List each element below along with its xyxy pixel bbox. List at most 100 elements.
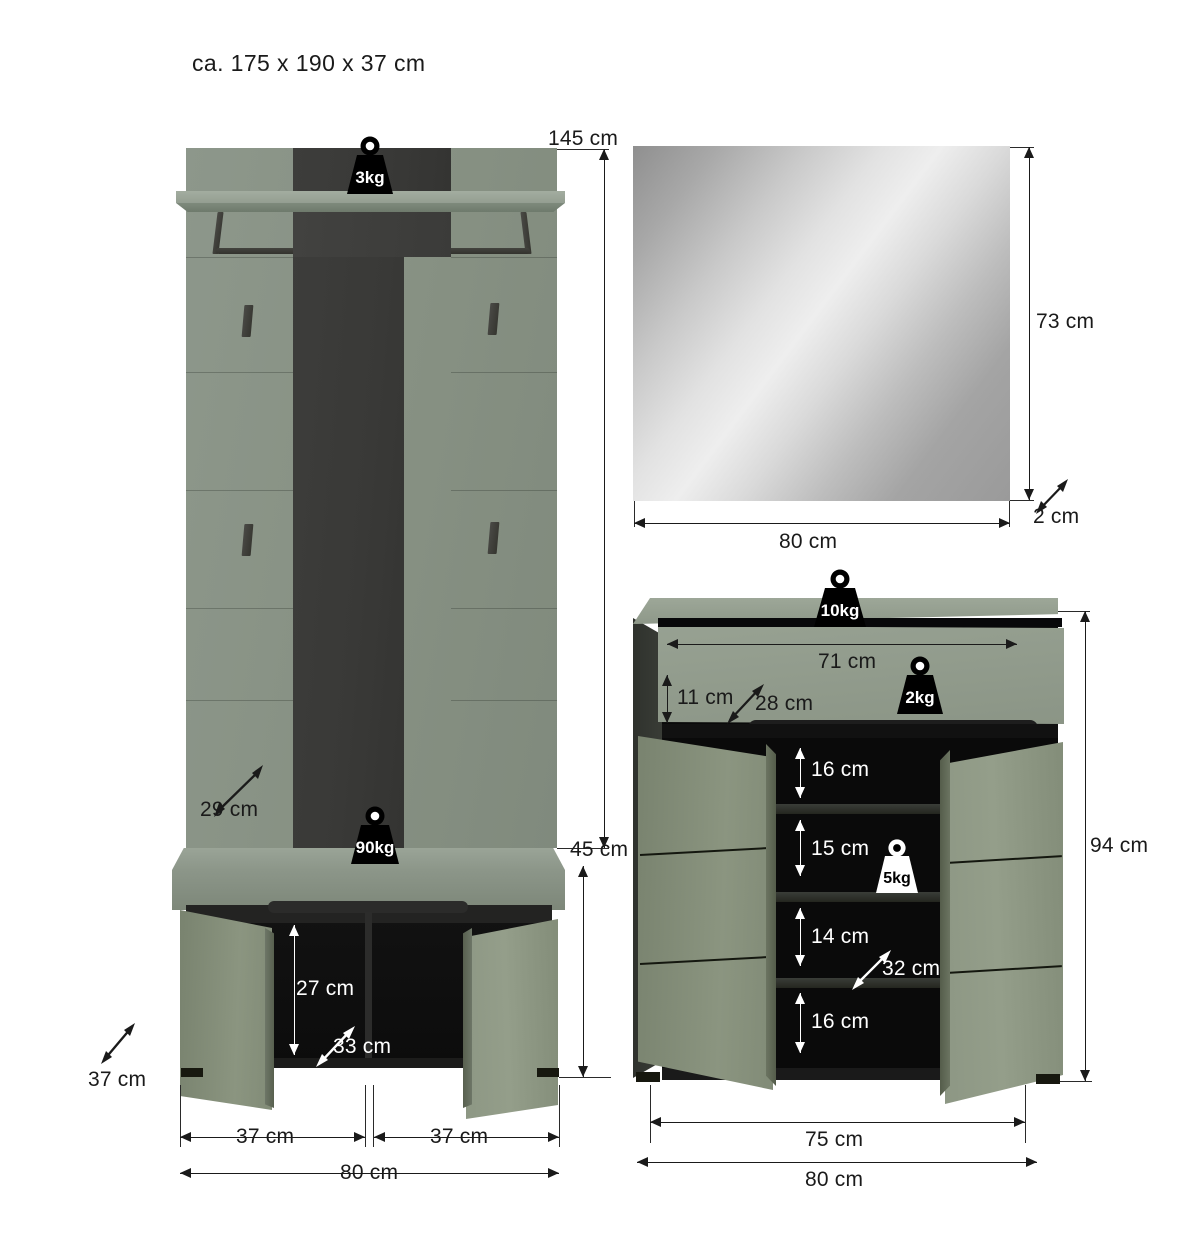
dimline-80-mirror: [634, 523, 1010, 525]
panel-depth-label: 29 cm: [200, 798, 259, 821]
dimline-16b: [800, 993, 802, 1053]
arrow-15-down: [795, 865, 805, 876]
arrow-145-up: [599, 149, 609, 160]
cabinet-top-load-badge: 10kg: [800, 568, 880, 630]
ext-m80-right: [1009, 501, 1011, 527]
arrow-11-up: [662, 675, 672, 686]
arrow-16b-up: [795, 993, 805, 1004]
wardrobe-center-panel: [293, 212, 404, 848]
dimline-15: [800, 820, 802, 876]
panel-seam-l1: [186, 257, 293, 258]
cabinet-door-left: [638, 736, 773, 1090]
bench-door-left: [180, 910, 272, 1110]
arrow-73-down: [1024, 489, 1034, 500]
bench-door-right-edge: [463, 928, 472, 1108]
bench-divider: [365, 912, 372, 1068]
panel-depth-arrow: [214, 765, 263, 817]
cabinet-height-label: 94 cm: [1090, 834, 1149, 857]
panel-seam-l3: [186, 490, 293, 491]
arrow-45-down: [578, 1066, 588, 1077]
dimline-16a: [800, 748, 802, 798]
bench-depth-arrow: [101, 1023, 135, 1064]
wardrobe-top-shelf: [176, 191, 565, 203]
cabinet-shelf-2: [662, 892, 1058, 902]
bench-bottom-board: [186, 1058, 552, 1068]
ext-w-mid-b: [373, 1085, 375, 1147]
drawer-height-label: 11 cm: [677, 686, 734, 709]
dimline-80-wardrobe: [180, 1173, 559, 1175]
arrow-16b-down: [795, 1042, 805, 1053]
ext-73-bottom: [1010, 500, 1034, 502]
shelf-load-text: 5kg: [883, 870, 911, 887]
arrow-11-down: [662, 712, 672, 723]
panel-seam-r3: [451, 490, 557, 491]
drawer-depth-arrow: [727, 684, 764, 724]
ext-75-left: [650, 1085, 652, 1143]
ext-45-top: [557, 848, 609, 850]
bench-seat-load-text: 90kg: [356, 838, 395, 857]
arrow-16a-up: [795, 748, 805, 759]
arrow-27-up: [289, 925, 299, 936]
cabinet-width-label: 80 cm: [805, 1168, 864, 1191]
arrow-80w-right: [548, 1168, 559, 1178]
ext-94-bottom: [1060, 1081, 1092, 1083]
inner-width-label: 75 cm: [805, 1128, 864, 1151]
mirror-width-label: 80 cm: [779, 530, 838, 553]
ext-75-right: [1025, 1085, 1027, 1143]
compartment-height-label: 27 cm: [296, 977, 355, 1000]
wardrobe-unit: [172, 148, 565, 1119]
arrow-15-up: [795, 820, 805, 831]
ext-m80-left: [634, 501, 636, 527]
arrow-37l-right: [354, 1132, 365, 1142]
arrow-75-right: [1014, 1117, 1025, 1127]
panel-seam-r5: [451, 700, 557, 701]
bench-handle-recess: [268, 901, 468, 913]
cabinet-top-load-text: 10kg: [821, 601, 860, 620]
arrow-14-up: [795, 908, 805, 919]
dimline-145: [604, 149, 606, 848]
ext-73-top: [1010, 147, 1034, 149]
arrow-75-left: [650, 1117, 661, 1127]
compartment-depth-label: 33 cm: [333, 1035, 392, 1058]
arrow-94-down: [1080, 1070, 1090, 1081]
arrow-80w-left: [180, 1168, 191, 1178]
bench-foot-left: [181, 1068, 203, 1077]
bench-foot-right: [537, 1068, 559, 1077]
panel-seam-l5: [186, 700, 293, 701]
ext-45-bottom: [559, 1077, 611, 1079]
top-shelf-load-badge: 3kg: [336, 135, 404, 197]
arrow-80m-left: [634, 518, 645, 528]
ext-145-top: [557, 149, 609, 151]
arrow-145-down: [599, 837, 609, 848]
arrow-71-right: [1006, 639, 1017, 649]
dimline-37-left: [180, 1137, 365, 1139]
ext-w-mid-a: [365, 1085, 367, 1147]
dimline-80-cabinet: [637, 1162, 1037, 1164]
panel-height-label: 145 cm: [548, 127, 619, 150]
bench-door-right: [466, 919, 558, 1119]
dimline-71: [667, 644, 1017, 646]
mirror-depth-arrow: [1036, 479, 1068, 514]
wardrobe-total-width-label: 80 cm: [340, 1161, 399, 1184]
dimline-27: [294, 925, 296, 1055]
bench-seat-load-badge: 90kg: [337, 805, 413, 867]
wardrobe-center-panel-upper: [293, 212, 451, 257]
ext-w-left: [180, 1085, 182, 1147]
cabinet-shelf-1: [662, 804, 1058, 814]
shelf-3-height-label: 14 cm: [811, 925, 870, 948]
bench-height-label: 45 cm: [570, 838, 629, 861]
cabinet-foot-left: [636, 1072, 660, 1082]
panel-seam-r4: [451, 608, 557, 609]
arrow-16a-down: [795, 787, 805, 798]
drawer-width-label: 71 cm: [818, 650, 877, 673]
shelf-2-height-label: 15 cm: [811, 837, 870, 860]
shelf-1-height-label: 16 cm: [811, 758, 870, 781]
panel-seam-l4: [186, 608, 293, 609]
cabinet-door-right-edge: [940, 750, 950, 1096]
cabinet-door-left-edge: [766, 744, 776, 1086]
arrow-73-up: [1024, 147, 1034, 158]
door-right-width-label: 37 cm: [430, 1125, 489, 1148]
ext-94-top: [1058, 611, 1090, 613]
arrow-27-down: [289, 1044, 299, 1055]
bench-depth-label: 37 cm: [88, 1068, 147, 1091]
